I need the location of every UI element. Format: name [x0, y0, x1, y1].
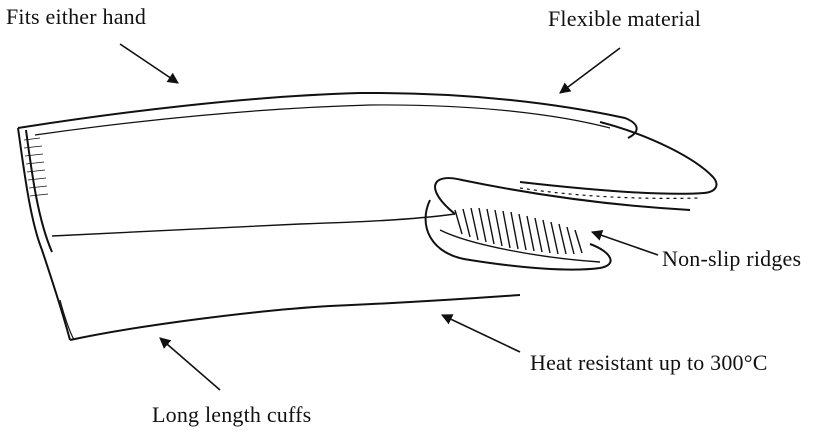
- arrow-flexible-material: [560, 48, 620, 93]
- label-non-slip-ridges: Non-slip ridges: [662, 246, 801, 272]
- label-flexible-material: Flexible material: [548, 6, 701, 32]
- annotation-arrows: [120, 44, 658, 390]
- arrow-long-length-cuffs: [160, 338, 220, 390]
- arrow-fits-either-hand: [120, 44, 178, 83]
- label-long-length-cuffs: Long length cuffs: [152, 402, 311, 428]
- arrow-heat-resistant: [442, 315, 520, 352]
- label-heat-resistant: Heat resistant up to 300°C: [530, 350, 768, 376]
- arrow-non-slip-ridges: [592, 232, 658, 255]
- glove-body: [18, 93, 716, 340]
- label-fits-either-hand: Fits either hand: [6, 4, 146, 30]
